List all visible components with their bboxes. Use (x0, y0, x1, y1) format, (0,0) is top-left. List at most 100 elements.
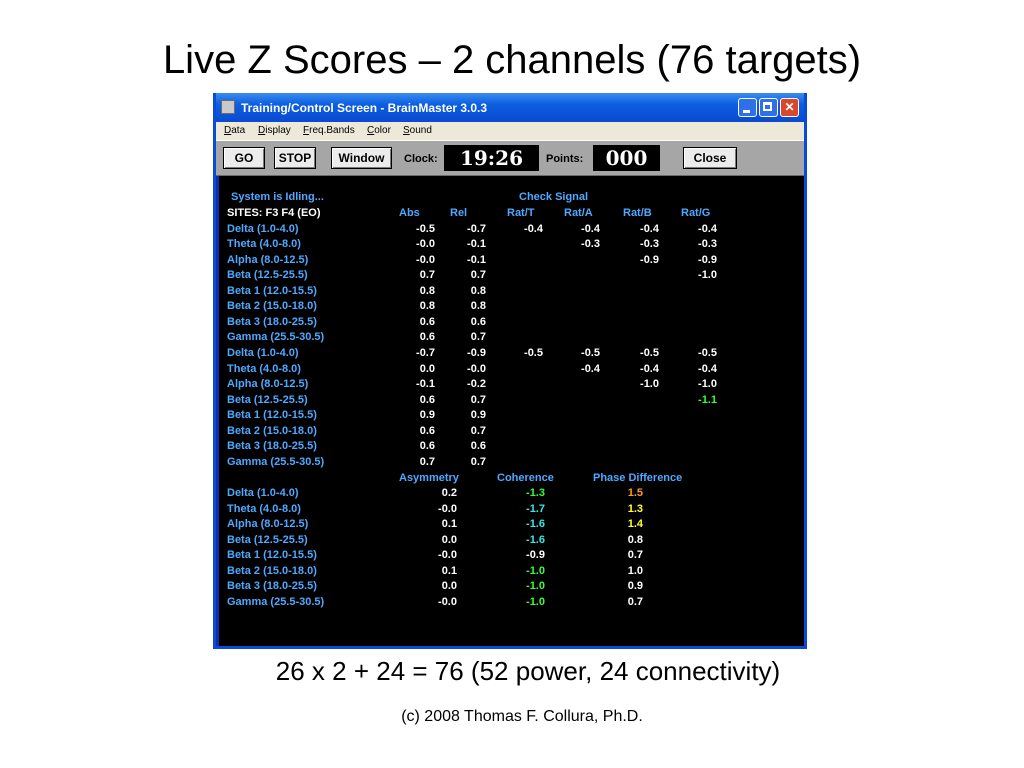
channel1-band-label: Beta 3 (18.0-25.5) (227, 315, 317, 328)
close-button[interactable]: Close (683, 147, 737, 169)
channel1-z-value: -0.4 (581, 222, 600, 235)
asymmetry-value: -0.0 (438, 502, 457, 515)
phase-difference-value: 0.9 (627, 580, 643, 592)
channel1-z-value: -0.9 (698, 253, 717, 266)
channel2-z-value: 0.7 (419, 455, 435, 468)
channel1-z-value: 0.6 (419, 315, 435, 328)
menu-data[interactable]: Data (224, 125, 246, 136)
coherence-value: -1.3 (526, 487, 545, 499)
connectivity-band-label: Beta (12.5-25.5) (227, 533, 308, 546)
column-header: Rat/A (564, 207, 593, 219)
connectivity-band-label: Gamma (25.5-30.5) (227, 595, 325, 608)
phase-difference-value: 0.7 (627, 595, 643, 608)
asymmetry-value: 0.2 (441, 487, 457, 499)
channel1-band-label: Beta 1 (12.0-15.5) (227, 284, 317, 297)
coherence-value: -1.0 (526, 580, 545, 592)
column-header: Rel (450, 207, 468, 219)
channel2-band-label: Beta 2 (15.0-18.0) (227, 424, 317, 437)
channel2-z-value: -0.5 (524, 347, 543, 359)
connectivity-band-label: Alpha (8.0-12.5) (227, 518, 309, 530)
channel1-z-value: -1.0 (698, 269, 717, 281)
channel1-z-value: -0.4 (524, 222, 543, 235)
phase-difference-value: 1.5 (627, 487, 643, 499)
window-button[interactable]: Window (331, 147, 392, 169)
channel2-band-label: Alpha (8.0-12.5) (227, 378, 309, 390)
window-titlebar[interactable]: Training/Control Screen - BrainMaster 3.… (216, 93, 804, 122)
asymmetry-value: 0.1 (441, 518, 457, 530)
channel2-band-label: Gamma (25.5-30.5) (227, 455, 325, 468)
asymmetry-value: 0.1 (441, 564, 457, 577)
channel1-band-label: Beta (12.5-25.5) (227, 269, 308, 281)
close-window-button[interactable]: ✕ (780, 98, 799, 117)
toolbar: GO STOP Window Clock: 19:26 Points: 000 … (216, 140, 804, 176)
channel1-z-value: 0.6 (470, 315, 486, 328)
channel1-band-label: Gamma (25.5-30.5) (227, 331, 325, 343)
window-title: Training/Control Screen - BrainMaster 3.… (241, 101, 488, 115)
channel2-band-label: Beta 1 (12.0-15.5) (227, 409, 317, 421)
channel1-z-value: 0.8 (470, 284, 486, 297)
channel2-z-value: 0.0 (419, 362, 435, 375)
channel1-z-value: -0.1 (467, 238, 486, 250)
brainmaster-app-icon (221, 100, 235, 114)
channel2-z-value: -0.5 (581, 347, 600, 359)
channel2-z-value: 0.7 (470, 424, 486, 437)
coherence-value: -1.6 (526, 533, 545, 546)
channel2-band-label: Delta (1.0-4.0) (227, 347, 299, 359)
signal-status: Check Signal (519, 191, 589, 203)
minimize-icon (743, 110, 750, 113)
channel1-z-value: -0.0 (416, 253, 435, 266)
channel2-band-label: Theta (4.0-8.0) (227, 362, 301, 375)
menu-color[interactable]: Color (367, 125, 391, 136)
channel1-z-value: -0.3 (698, 238, 717, 250)
asymmetry-header: Asymmetry (399, 471, 459, 484)
asymmetry-value: -0.0 (438, 549, 457, 561)
asymmetry-value: 0.0 (441, 533, 457, 546)
channel2-z-value: 0.6 (419, 393, 435, 406)
phase-difference-header: Phase Difference (593, 471, 683, 484)
close-icon: ✕ (784, 100, 795, 114)
coherence-value: -0.9 (526, 549, 545, 561)
channel2-z-value: 0.7 (470, 393, 486, 406)
asymmetry-value: 0.0 (441, 580, 457, 592)
system-status: System is Idling... (231, 191, 324, 203)
stop-button[interactable]: STOP (274, 147, 316, 169)
maximize-button[interactable] (759, 98, 778, 117)
channel2-z-value: -0.4 (698, 362, 717, 375)
channel1-z-value: -0.1 (467, 253, 486, 266)
phase-difference-value: 0.8 (627, 533, 643, 546)
channel2-z-value: -1.0 (640, 378, 659, 390)
channel2-z-value: 0.6 (419, 440, 435, 452)
channel1-z-value: -0.4 (698, 222, 717, 235)
coherence-value: -1.6 (526, 518, 545, 530)
phase-difference-value: 1.3 (627, 502, 643, 515)
channel2-z-value: -0.2 (467, 378, 486, 390)
channel1-z-value: 0.8 (419, 300, 435, 312)
channel1-z-value: 0.8 (470, 300, 486, 312)
channel2-z-value: -0.7 (416, 347, 435, 359)
channel2-z-value: -0.4 (640, 362, 659, 375)
channel1-band-label: Alpha (8.0-12.5) (227, 253, 309, 266)
menu-display[interactable]: Display (258, 125, 291, 136)
channel2-z-value: -0.0 (467, 362, 486, 375)
phase-difference-value: 0.7 (627, 549, 643, 561)
channel2-band-label: Beta (12.5-25.5) (227, 393, 308, 406)
column-header: Rat/G (681, 207, 711, 219)
clock-label: Clock: (404, 153, 438, 165)
go-button[interactable]: GO (223, 147, 265, 169)
column-header: Abs (399, 207, 420, 219)
connectivity-band-label: Delta (1.0-4.0) (227, 487, 299, 499)
channel1-z-value: -0.9 (640, 253, 659, 266)
channel1-z-value: -0.3 (640, 238, 659, 250)
channel1-z-value: -0.0 (416, 238, 435, 250)
menu-freq-bands[interactable]: Freq.Bands (303, 125, 355, 136)
coherence-value: -1.0 (526, 564, 545, 577)
minimize-button[interactable] (738, 98, 757, 117)
menubar: Data Display Freq.Bands Color Sound (216, 122, 804, 140)
channel2-z-value: 0.7 (470, 455, 486, 468)
channel2-z-value: 0.6 (419, 424, 435, 437)
asymmetry-value: -0.0 (438, 595, 457, 608)
brainmaster-window: Training/Control Screen - BrainMaster 3.… (213, 93, 807, 649)
menu-sound[interactable]: Sound (403, 125, 432, 136)
connectivity-band-label: Theta (4.0-8.0) (227, 502, 301, 515)
slide-credit: (c) 2008 Thomas F. Collura, Ph.D. (401, 708, 643, 725)
